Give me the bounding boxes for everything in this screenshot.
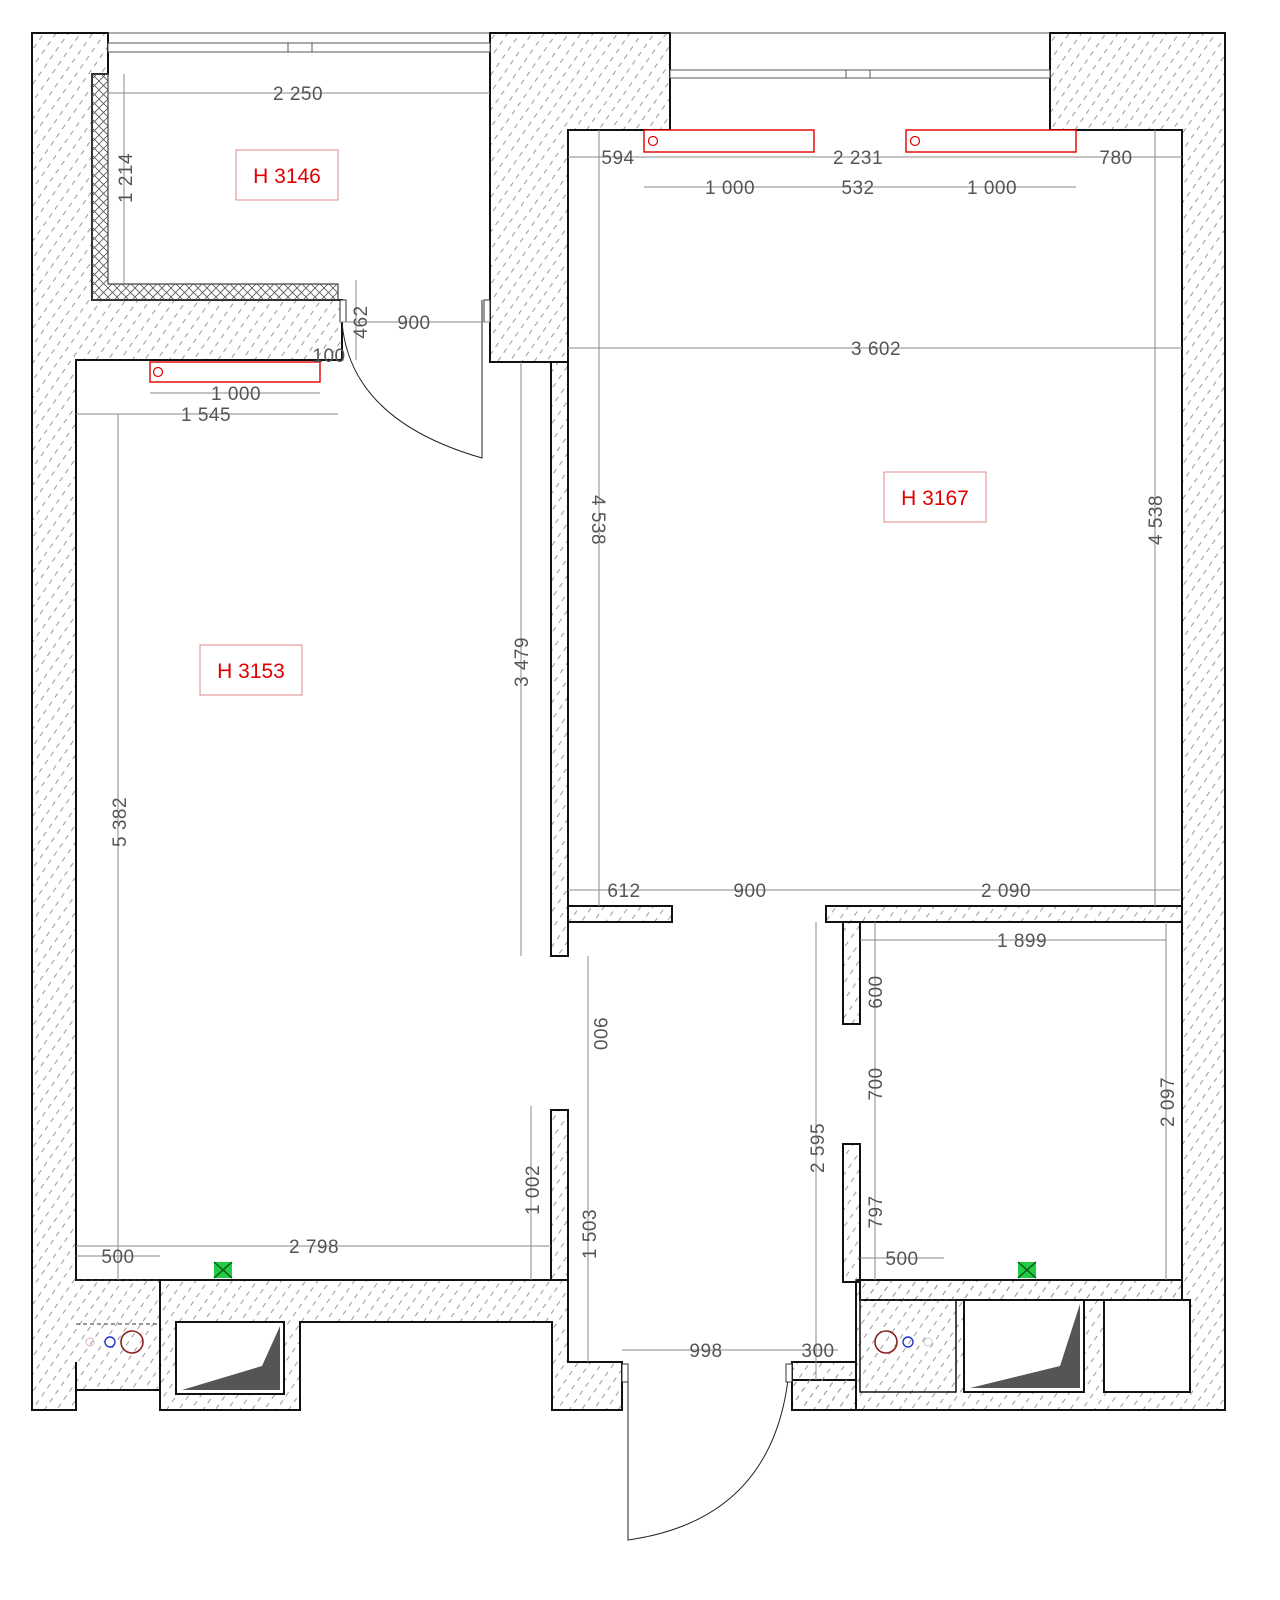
radiators [149, 129, 1077, 383]
dim-label: 600 [866, 975, 887, 1008]
pipe-circle-blue-right [902, 1336, 914, 1348]
fixture-box-bath [859, 1299, 957, 1393]
insulation-layer [91, 73, 339, 301]
pipe-circle-pink-left [85, 1337, 95, 1347]
dim-label: 612 [607, 881, 640, 902]
valve-icon [1017, 1261, 1037, 1279]
dim-label: 1 545 [181, 405, 231, 426]
pipe-circle-large-left [120, 1330, 144, 1354]
dim-label: 780 [1099, 148, 1132, 169]
wall-bath-right [859, 1279, 1183, 1301]
dim-label: 100 [312, 346, 345, 367]
dim-label: 462 [351, 305, 372, 338]
dim-label: 2 250 [273, 84, 323, 105]
partition-bath-bottom [842, 1143, 861, 1283]
radiator-top-b [905, 129, 1077, 153]
window-mullion [287, 42, 313, 53]
fixtures [76, 1261, 1191, 1395]
dim-label: 3 479 [512, 637, 533, 687]
fixture-box-far-right [1103, 1299, 1191, 1393]
wall-left [31, 32, 343, 1411]
dim-label: 1 214 [116, 153, 137, 203]
room-label-h3146: H 3146 [253, 165, 321, 188]
partition-h-right [825, 905, 1183, 923]
fixture-wedge-right [970, 1304, 1080, 1388]
dim-label: 3 602 [851, 339, 901, 360]
valve-icon [213, 1261, 233, 1279]
pipe-circle-grey-right [923, 1337, 933, 1347]
dim-label: 1 899 [997, 931, 1047, 952]
dimension-labels: 2 250 1 214 462 900 100 1 000 1 545 594 … [101, 84, 1179, 1362]
pipe-circle-blue-left [104, 1336, 116, 1348]
dim-label: 300 [801, 1341, 834, 1362]
dim-label: 900 [397, 313, 430, 334]
dim-label: 2 097 [1158, 1077, 1179, 1127]
dim-label: 797 [866, 1195, 887, 1228]
door-swing-top [341, 300, 483, 459]
doors [339, 299, 793, 1541]
dim-label: 2 090 [981, 881, 1031, 902]
room-label-h3167: H 3167 [901, 487, 969, 510]
dim-label: 4 538 [587, 495, 608, 545]
dim-label: 1 000 [705, 178, 755, 199]
room-label-h3153: H 3153 [217, 660, 285, 683]
dim-label: 900 [589, 1017, 610, 1050]
dim-label: 594 [601, 148, 634, 169]
door-swing-entry [627, 1379, 789, 1541]
dim-label: 1 002 [523, 1165, 544, 1215]
dim-label: 2 798 [289, 1237, 339, 1258]
fixture-wedge-left [182, 1326, 280, 1390]
dim-label: 700 [866, 1067, 887, 1100]
dim-label: 900 [733, 881, 766, 902]
dim-label: 1 000 [967, 178, 1017, 199]
dim-label: 500 [101, 1247, 134, 1268]
dim-label: 500 [885, 1249, 918, 1270]
window-mullion [845, 69, 871, 79]
dim-label: 2 231 [833, 148, 883, 169]
wall-top-pier [489, 32, 671, 363]
partition-left-lower [550, 1109, 569, 1281]
dim-label: 1 000 [211, 384, 261, 405]
windows [107, 32, 1051, 79]
partition-bath-top [842, 921, 861, 1025]
interior-partitions [550, 361, 1183, 1301]
dim-label: 5 382 [110, 797, 131, 847]
dimension-lines [76, 74, 1182, 1380]
partition-left-upper [550, 361, 569, 957]
room-labels: H 3146 H 3167 H 3153 [199, 149, 987, 696]
dim-label: 1 503 [580, 1209, 601, 1259]
pipe-circle-large-right [874, 1330, 898, 1354]
dim-label: 532 [841, 178, 874, 199]
dim-label: 998 [689, 1341, 722, 1362]
radiator-top-a [643, 129, 815, 153]
dim-label: 4 538 [1146, 495, 1167, 545]
exterior-walls [31, 32, 1226, 1411]
dim-label: 2 595 [808, 1123, 829, 1173]
wall-bottom-mid [791, 1361, 857, 1411]
radiator-left [149, 361, 321, 383]
partition-h-left [567, 905, 673, 923]
